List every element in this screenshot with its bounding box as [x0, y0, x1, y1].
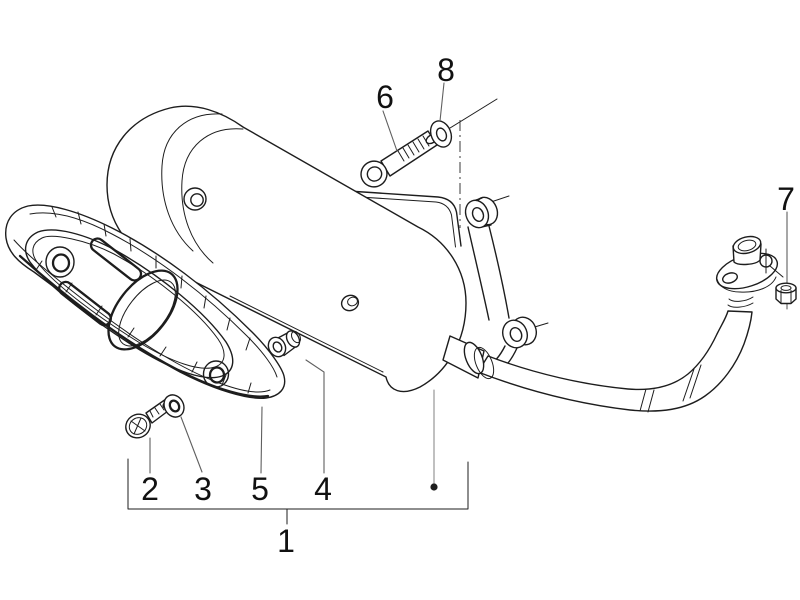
lower-bushing [501, 316, 538, 349]
heat-shield [5, 204, 286, 399]
callout-1: 1 [277, 523, 295, 559]
exhaust-pipe [442, 296, 754, 413]
mounting-bracket-arm [464, 195, 549, 374]
group-bracket-1 [127, 458, 469, 525]
leader-8 [439, 82, 445, 122]
washer-3 [163, 394, 185, 418]
callout-6: 6 [376, 79, 394, 115]
leader-6 [382, 110, 398, 152]
nut-7 [775, 282, 797, 305]
pipe-flange [715, 235, 784, 293]
bolt-6 [360, 130, 440, 188]
leader-lines [149, 82, 445, 491]
frame-plate [347, 98, 498, 248]
callout-3: 3 [194, 471, 212, 507]
callout-4: 4 [314, 471, 332, 507]
callout-2: 2 [141, 471, 159, 507]
callout-5: 5 [251, 471, 269, 507]
washer-8 [429, 120, 453, 148]
callout-8: 8 [437, 52, 455, 88]
leader-5 [260, 406, 263, 474]
callout-7: 7 [777, 181, 795, 217]
leader-dot [430, 483, 438, 491]
leader-4 [305, 359, 325, 474]
pipe-sleeve-joint [442, 335, 495, 380]
leader-3 [180, 416, 203, 473]
upper-bushing [464, 196, 499, 229]
spacer-4 [267, 329, 302, 358]
